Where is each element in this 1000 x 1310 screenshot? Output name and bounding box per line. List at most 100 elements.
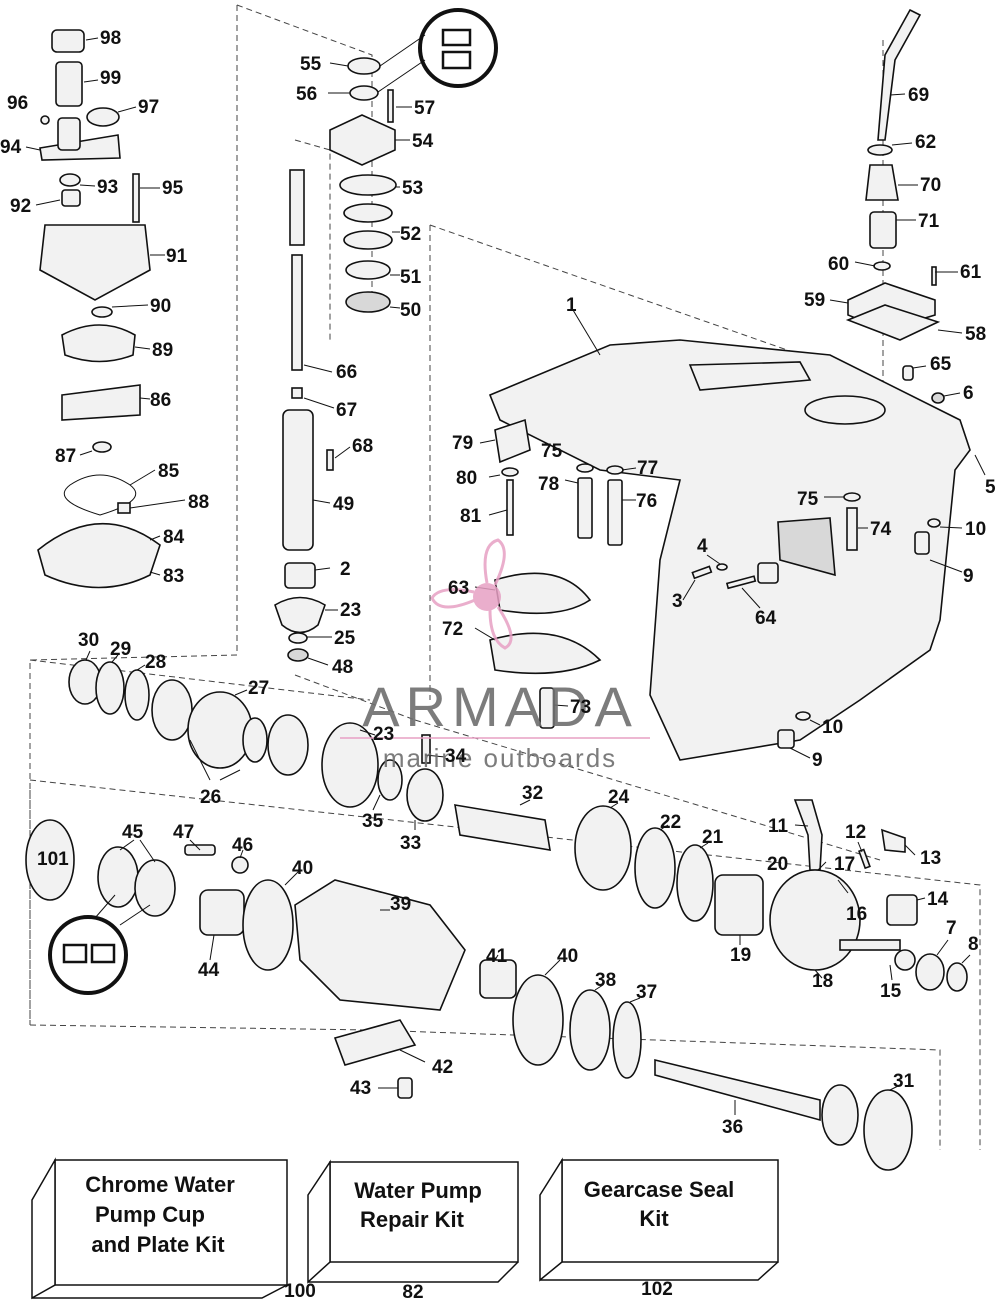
callout-96: 96 xyxy=(7,93,28,114)
callout-89: 89 xyxy=(152,340,173,361)
callout-48: 48 xyxy=(332,657,353,678)
callout-34: 34 xyxy=(445,746,467,767)
callout-32: 32 xyxy=(522,783,543,804)
kit-number: 102 xyxy=(641,1279,673,1300)
callout-49: 49 xyxy=(333,494,354,515)
callout-26: 26 xyxy=(200,787,221,808)
callout-5: 5 xyxy=(985,477,996,498)
callout-72: 72 xyxy=(442,619,463,640)
callout-69: 69 xyxy=(908,85,929,106)
callout-29: 29 xyxy=(110,639,131,660)
callout-46: 46 xyxy=(232,835,253,856)
kit-box-gearcase-seal: Gearcase Seal Kit 102 xyxy=(539,1157,779,1300)
driveshaft-parts xyxy=(274,57,397,662)
kit-title-line1: Water Pump xyxy=(354,1178,482,1203)
kit-title-line2: Repair Kit xyxy=(360,1207,465,1232)
callout-16: 16 xyxy=(846,904,867,925)
callout-25: 25 xyxy=(334,628,356,649)
callout-52: 52 xyxy=(400,224,421,245)
callout-97: 97 xyxy=(138,97,159,118)
shift-rod-parts xyxy=(845,8,945,404)
callout-18: 18 xyxy=(812,971,833,992)
callout-98: 98 xyxy=(100,28,121,49)
callout-9a: 9 xyxy=(963,566,974,587)
bearing-carrier-parts xyxy=(25,819,913,1171)
callout-92: 92 xyxy=(10,196,31,217)
watermark-brand: ARMADA xyxy=(362,675,638,738)
callout-80: 80 xyxy=(456,468,477,489)
callout-leader-lines xyxy=(25,37,986,1115)
callout-75a: 75 xyxy=(541,441,563,462)
detail-magnifier-top xyxy=(377,8,498,93)
kit-number: 100 xyxy=(284,1281,316,1302)
callout-93: 93 xyxy=(97,177,118,198)
callout-60: 60 xyxy=(828,254,849,275)
callout-27: 27 xyxy=(248,678,269,699)
callout-64: 64 xyxy=(755,608,777,629)
callout-58: 58 xyxy=(965,324,986,345)
callout-66: 66 xyxy=(336,362,357,383)
callout-61: 61 xyxy=(960,262,982,283)
kit-title-line3: and Plate Kit xyxy=(91,1232,225,1257)
callout-59: 59 xyxy=(804,290,825,311)
kit-title-line1: Gearcase Seal xyxy=(584,1177,734,1202)
callout-28: 28 xyxy=(145,652,166,673)
callout-20: 20 xyxy=(767,854,788,875)
callout-43: 43 xyxy=(350,1078,371,1099)
callout-53: 53 xyxy=(402,178,423,199)
callout-81: 81 xyxy=(460,506,482,527)
callout-76: 76 xyxy=(636,491,657,512)
callout-9b: 9 xyxy=(812,750,823,771)
callout-94: 94 xyxy=(0,137,22,158)
callout-65: 65 xyxy=(930,354,952,375)
callout-40a: 40 xyxy=(292,858,313,879)
callout-14: 14 xyxy=(927,889,949,910)
callout-90: 90 xyxy=(150,296,171,317)
gear-train-parts xyxy=(68,659,968,992)
callout-41: 41 xyxy=(486,946,508,967)
callout-77: 77 xyxy=(637,458,658,479)
callout-70: 70 xyxy=(920,175,941,196)
callout-101: 101 xyxy=(37,849,69,870)
callout-11: 11 xyxy=(768,816,789,837)
watermark-tagline: marine outboards xyxy=(383,743,617,773)
kit-box-water-pump-repair: Water Pump Repair Kit 82 xyxy=(307,1159,519,1303)
callout-68: 68 xyxy=(352,436,373,457)
callout-91: 91 xyxy=(166,246,188,267)
callout-50: 50 xyxy=(400,300,421,321)
callout-85: 85 xyxy=(158,461,180,482)
kit-title-line2: Pump Cup xyxy=(95,1202,205,1227)
callout-36: 36 xyxy=(722,1117,743,1138)
callout-83: 83 xyxy=(163,566,184,587)
callout-3: 3 xyxy=(672,591,683,612)
propeller-logo xyxy=(430,538,513,650)
callout-44: 44 xyxy=(198,960,220,981)
callout-8: 8 xyxy=(968,934,979,955)
callout-1: 1 xyxy=(566,295,577,316)
callout-39: 39 xyxy=(390,894,411,915)
callout-84: 84 xyxy=(163,527,185,548)
callout-47: 47 xyxy=(173,822,194,843)
callout-22: 22 xyxy=(660,812,681,833)
callout-numbers: 98 99 96 97 94 93 95 92 91 90 89 86 87 8… xyxy=(0,28,996,1138)
callout-12: 12 xyxy=(845,822,866,843)
callout-21: 21 xyxy=(702,827,724,848)
callout-74: 74 xyxy=(870,519,892,540)
callout-23a: 23 xyxy=(340,600,361,621)
callout-86: 86 xyxy=(150,390,171,411)
kit-number: 82 xyxy=(402,1282,423,1303)
kit-title-line2: Kit xyxy=(639,1206,669,1231)
callout-54: 54 xyxy=(412,131,434,152)
callout-45: 45 xyxy=(122,822,144,843)
callout-33: 33 xyxy=(400,833,421,854)
callout-10b: 10 xyxy=(822,717,843,738)
callout-13: 13 xyxy=(920,848,941,869)
callout-56: 56 xyxy=(296,84,317,105)
callout-4: 4 xyxy=(697,536,708,557)
callout-24: 24 xyxy=(608,787,630,808)
callout-15: 15 xyxy=(880,981,902,1002)
callout-95: 95 xyxy=(162,178,184,199)
callout-35: 35 xyxy=(362,811,384,832)
callout-55: 55 xyxy=(300,54,322,75)
